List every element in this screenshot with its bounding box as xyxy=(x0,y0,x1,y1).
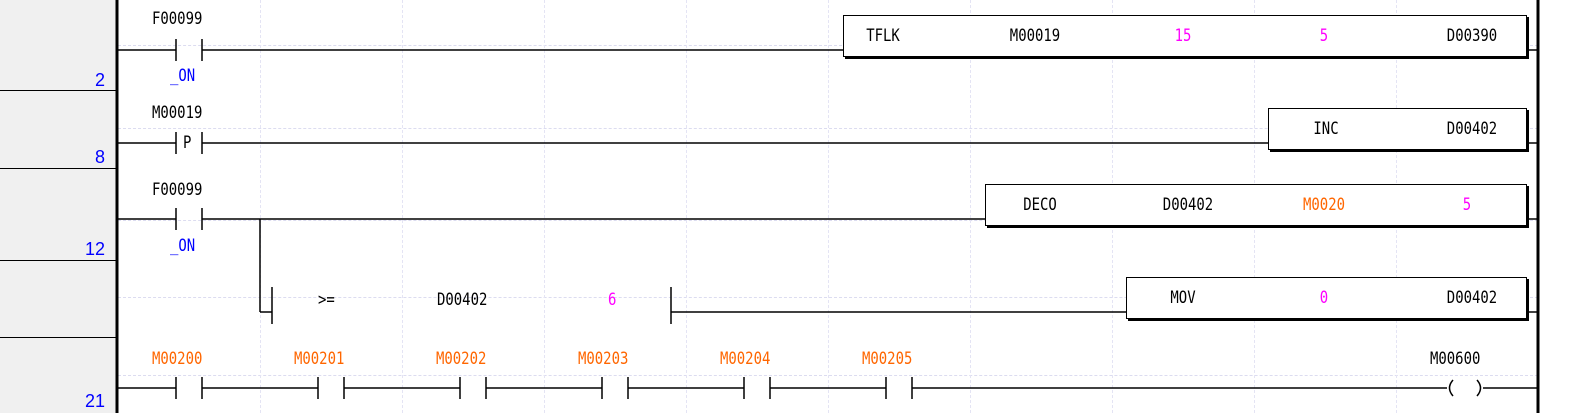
instruction-operand: 0 xyxy=(1319,288,1329,308)
deco-instruction-box[interactable] xyxy=(985,184,1527,226)
grid-line xyxy=(686,0,687,413)
mov-instruction-box[interactable] xyxy=(1126,277,1527,319)
instruction-operand: D00402 xyxy=(1162,195,1214,215)
contact-device-label[interactable]: M00201 xyxy=(294,349,345,369)
contact-device-label[interactable]: M00203 xyxy=(578,349,629,369)
contact-device-label[interactable]: M00202 xyxy=(436,349,487,369)
rung-separator xyxy=(0,337,117,338)
instruction-operand: 5 xyxy=(1319,26,1329,46)
step-number: 21 xyxy=(84,391,105,411)
instruction-operand: D00390 xyxy=(1446,26,1498,46)
coil-device-label[interactable]: M00600 xyxy=(1430,349,1481,369)
grid-line xyxy=(402,0,403,413)
grid-line xyxy=(544,0,545,413)
instruction-operand: 15 xyxy=(1174,26,1192,46)
contact-device-label[interactable]: F00099 xyxy=(152,9,203,29)
contact-comment-label: _ON xyxy=(170,236,196,256)
compare-operand: 6 xyxy=(608,290,617,310)
contact-device-label[interactable]: M00200 xyxy=(152,349,203,369)
contact-device-label[interactable]: M00019 xyxy=(152,103,203,123)
contact-pulse-symbol: P xyxy=(183,133,192,153)
inc-instruction-box[interactable] xyxy=(1268,108,1527,150)
instruction-operand: M0020 xyxy=(1303,195,1345,215)
contact-device-label[interactable]: F00099 xyxy=(152,180,203,200)
rung-separator xyxy=(0,90,117,91)
step-number: 12 xyxy=(84,239,105,259)
contact-device-label[interactable]: M00205 xyxy=(862,349,913,369)
instruction-mnemonic: INC xyxy=(1313,119,1339,139)
step-number: 2 xyxy=(94,70,105,90)
instruction-mnemonic: MOV xyxy=(1170,288,1196,308)
step-number: 8 xyxy=(94,147,105,167)
grid-line xyxy=(828,0,829,413)
rung-separator xyxy=(0,168,117,169)
instruction-operand: 5 xyxy=(1462,195,1472,215)
grid-line xyxy=(260,0,261,413)
contact-device-label[interactable]: M00204 xyxy=(720,349,771,369)
contact-comment-label: _ON xyxy=(170,66,196,86)
instruction-mnemonic: DECO xyxy=(1023,195,1057,215)
grid-line xyxy=(970,0,971,413)
tflk-instruction-box[interactable] xyxy=(843,15,1527,57)
instruction-operand: M00019 xyxy=(1009,26,1061,46)
step-gutter xyxy=(0,0,117,413)
rung-separator xyxy=(0,260,117,261)
instruction-operand: D00402 xyxy=(1446,288,1498,308)
compare-operand: D00402 xyxy=(437,290,488,310)
instruction-operand: D00402 xyxy=(1446,119,1498,139)
compare-operator[interactable]: >= xyxy=(318,290,335,310)
instruction-mnemonic: TFLK xyxy=(866,26,900,46)
